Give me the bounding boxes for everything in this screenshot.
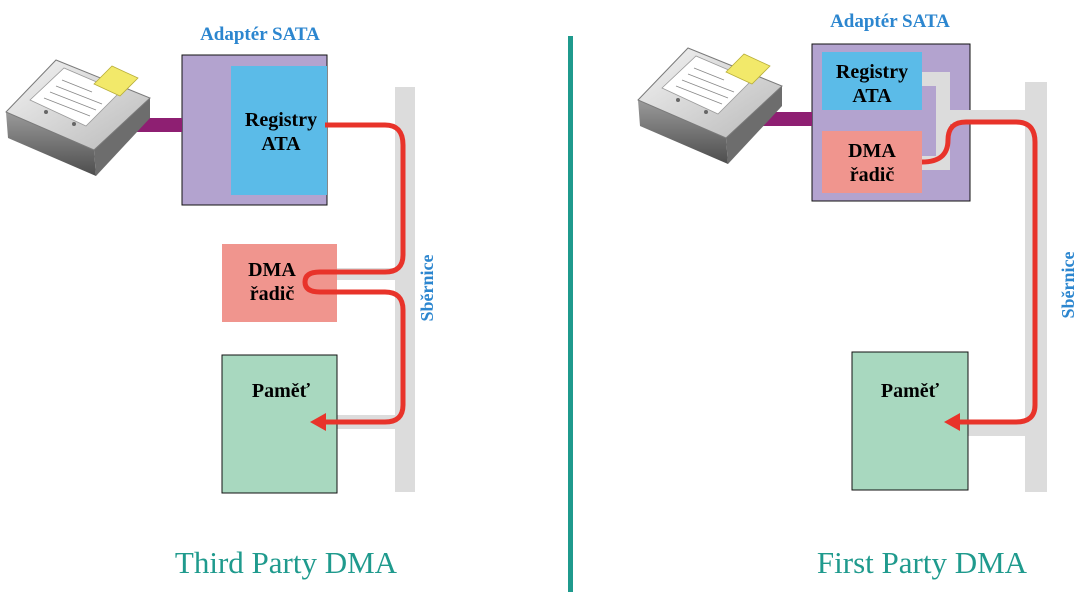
bus-label: Sběrnice: [417, 254, 437, 321]
path-arrowhead: [944, 413, 960, 431]
adapter-sata-label: Adaptér SATA: [200, 24, 320, 45]
ata-registers-label-line1: Registry: [245, 109, 317, 131]
memory-label: Paměť: [881, 380, 940, 402]
dma-controller-label-line2: řadič: [850, 164, 895, 186]
hard-disk-icon: [5, 59, 151, 177]
first-party-dma-panel: Adaptér SATA Registry ATA DMA řadič Pamě…: [637, 11, 1077, 492]
system-bus: [395, 87, 415, 492]
path-arrowhead: [310, 413, 326, 431]
dma-controller-label-line2: řadič: [250, 283, 295, 305]
dma-controller-label-line1: DMA: [248, 259, 296, 281]
dma-controller-box: [222, 244, 337, 322]
dma-controller-box: [822, 131, 922, 193]
memory-label: Paměť: [252, 380, 311, 402]
hard-disk-icon: [637, 47, 783, 165]
third-party-dma-caption: Third Party DMA: [175, 545, 398, 580]
first-party-transfer-path: [921, 119, 1038, 425]
ata-registers-label-line2: ATA: [852, 85, 892, 107]
bus-stub-memory: [965, 422, 1035, 436]
adapter-sata-label: Adaptér SATA: [830, 11, 950, 32]
ata-registers-box: [231, 66, 327, 195]
third-party-dma-panel: Adaptér SATA Registry ATA DMA řadič Pamě…: [5, 24, 437, 494]
panel-divider: [568, 36, 573, 592]
first-party-dma-caption: First Party DMA: [817, 545, 1028, 580]
dma-controller-label-line1: DMA: [848, 140, 896, 162]
third-party-transfer-path: [302, 122, 406, 425]
ata-registers-box: [822, 52, 922, 110]
ata-registers-label-line1: Registry: [836, 61, 908, 83]
ata-registers-label-line2: ATA: [261, 133, 301, 155]
bus-label: Sběrnice: [1058, 251, 1077, 318]
